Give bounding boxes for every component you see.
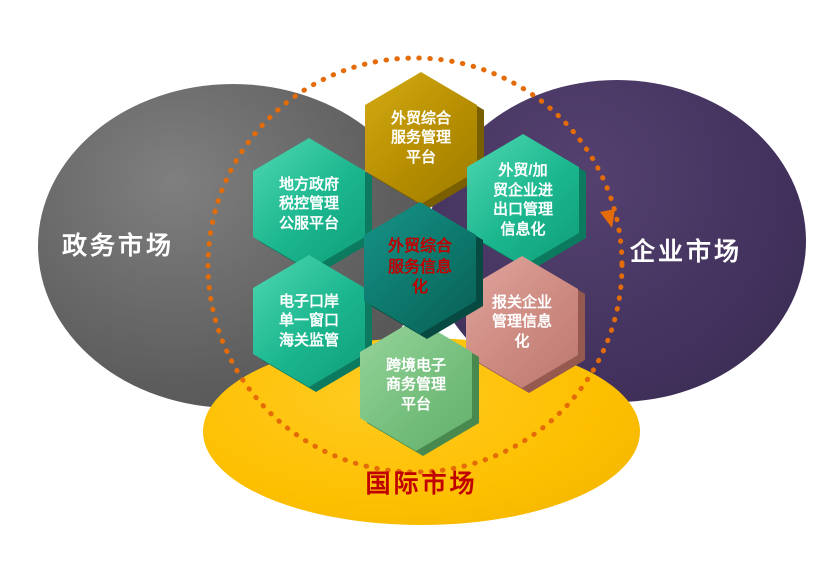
- international-market-label: 国际市场: [365, 470, 478, 498]
- hexagon-label: 电子口岸 单一窗口 海关监管: [278, 292, 339, 349]
- hexagon-center-foreign-trade-informatization: 外贸综合 服务信息 化: [364, 202, 483, 339]
- hexagon-local-gov-tax-platform: 地方政府 税控管理 公服平台: [253, 138, 372, 275]
- hexagon-label: 跨境电子 商务管理 平台: [385, 356, 446, 413]
- hexagon-label: 外贸综合 服务管理 平台: [390, 109, 451, 166]
- hexagon-cross-border-ecommerce-platform: 跨境电子 商务管理 平台: [360, 319, 479, 456]
- government-market-label: 政务市场: [62, 232, 175, 260]
- hexagon-customs-broker-management: 报关企业 管理信息 化: [466, 256, 585, 393]
- hexagon-eport-single-window: 电子口岸 单一窗口 海关监管: [253, 255, 372, 392]
- hexagon-label: 外贸综合 服务信息 化: [387, 237, 452, 297]
- hexagon-import-export-management: 外贸/加 贸企业进 出口管理 信息化: [467, 134, 586, 271]
- hexagon-label: 地方政府 税控管理 公服平台: [278, 175, 339, 232]
- hexagon-foreign-trade-service-platform: 外贸综合 服务管理 平台: [365, 72, 484, 209]
- enterprise-market-label: 企业市场: [630, 238, 743, 266]
- hexagon-label: 报关企业 管理信息 化: [491, 293, 552, 350]
- hexagon-label: 外贸/加 贸企业进 出口管理 信息化: [492, 162, 553, 238]
